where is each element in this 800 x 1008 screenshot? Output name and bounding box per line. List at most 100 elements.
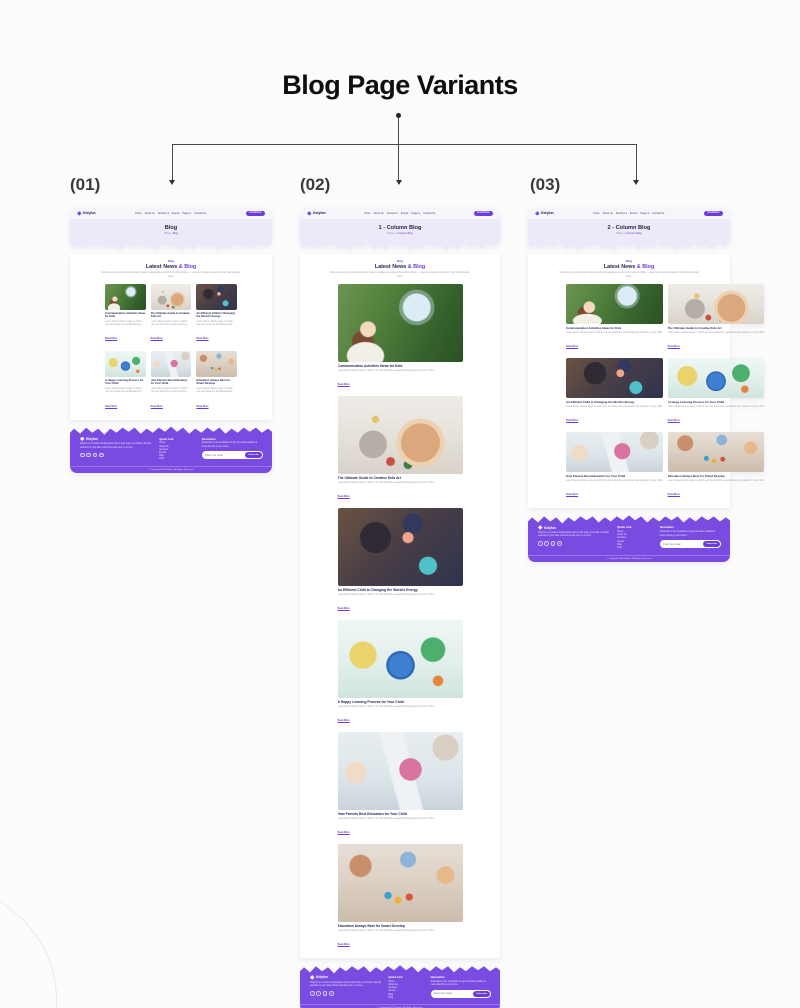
footer-quick-link[interactable]: About Us — [617, 534, 627, 537]
footer-quick-link[interactable]: Services — [617, 537, 626, 540]
footer-quick-link[interactable]: Home — [159, 442, 166, 445]
social-icon[interactable]: ◌ — [92, 452, 98, 458]
nav-item[interactable]: Pages ▾ — [640, 211, 650, 215]
post-title[interactable]: An Efficient Child Is Changing the World… — [337, 587, 418, 592]
breadcrumb-home[interactable]: Home — [164, 231, 171, 235]
subscribe-button[interactable]: Subscribe — [245, 452, 262, 459]
post-title[interactable]: A Happy Learning Process for Your Child — [337, 699, 404, 704]
post-photo[interactable] — [337, 284, 463, 363]
read-more-link[interactable]: Read More — [566, 419, 579, 423]
nav-item[interactable]: About Us — [144, 211, 155, 215]
footer-quick-link[interactable]: Blog — [388, 993, 393, 996]
enroll-button[interactable]: Enroll Now — [473, 211, 493, 216]
read-more-link[interactable]: Read More — [337, 607, 350, 611]
read-more-link[interactable]: Read More — [337, 719, 350, 723]
footer-logo[interactable]: Kidyfun — [310, 975, 382, 980]
read-more-link[interactable]: Read More — [337, 943, 350, 947]
post-photo[interactable] — [150, 351, 192, 378]
footer-quick-link[interactable]: Events — [617, 540, 625, 543]
footer-quick-link[interactable]: Blog — [159, 455, 164, 458]
read-more-link[interactable]: Read More — [150, 337, 163, 341]
site-logo[interactable]: Kidyfun — [307, 211, 326, 216]
nav-item[interactable]: Services ▾ — [386, 211, 398, 215]
post-title[interactable]: How Parents Best Education for Your Chil… — [566, 473, 626, 478]
read-more-link[interactable]: Read More — [667, 419, 680, 423]
post-title[interactable]: Communication Activities Ideas for Kids — [337, 364, 403, 368]
email-input[interactable] — [431, 992, 474, 996]
nav-item[interactable]: Events — [401, 211, 409, 215]
nav-item[interactable]: Services ▾ — [157, 211, 169, 215]
post-photo[interactable] — [566, 284, 663, 325]
nav-item[interactable]: Contact Us — [652, 211, 665, 215]
nav-item[interactable]: Home — [364, 211, 371, 215]
footer-quick-link[interactable]: Events — [388, 990, 396, 993]
post-photo[interactable] — [337, 844, 463, 923]
post-photo[interactable] — [150, 284, 192, 311]
nav-item[interactable]: Contact Us — [423, 211, 436, 215]
post-title[interactable]: The Ultimate Guide to Creative Kids Art — [150, 312, 190, 319]
footer-logo[interactable]: Kidyfun — [538, 525, 611, 530]
social-icon[interactable]: t — [544, 541, 549, 547]
post-photo[interactable] — [667, 358, 765, 399]
nav-item[interactable]: Pages ▾ — [411, 211, 421, 215]
subscribe-button[interactable]: Subscribe — [473, 990, 490, 997]
site-logo[interactable]: Kidyfun — [77, 211, 96, 216]
post-title[interactable]: An Efficient Child Is Changing the World… — [566, 399, 635, 404]
post-photo[interactable] — [667, 284, 765, 325]
post-photo[interactable] — [337, 620, 463, 699]
post-photo[interactable] — [667, 432, 765, 473]
read-more-link[interactable]: Read More — [150, 404, 163, 408]
post-title[interactable]: How Parents Best Education for Your Chil… — [337, 811, 407, 816]
read-more-link[interactable]: Read More — [337, 495, 350, 499]
post-title[interactable]: Education Always Best for Smart Develop — [196, 379, 231, 386]
nav-item[interactable]: Home — [135, 211, 142, 215]
post-photo[interactable] — [196, 284, 237, 311]
breadcrumb-home[interactable]: Home — [616, 231, 623, 235]
footer-quick-link[interactable]: FAQ — [388, 996, 393, 999]
post-title[interactable]: Communication Activities Ideas for Kids — [105, 312, 146, 319]
nav-item[interactable]: About Us — [373, 211, 384, 215]
enroll-button[interactable]: Enroll Now — [703, 211, 723, 216]
nav-item[interactable]: About Us — [602, 211, 613, 215]
footer-quick-link[interactable]: About Us — [388, 984, 398, 987]
email-input[interactable] — [202, 453, 246, 457]
footer-quick-link[interactable]: Services — [388, 987, 398, 990]
footer-quick-link[interactable]: Home — [388, 980, 395, 983]
post-title[interactable]: A Happy Learning Process for Your Child — [105, 379, 144, 386]
post-photo[interactable] — [566, 358, 663, 399]
footer-logo[interactable]: Kidyfun — [80, 436, 153, 442]
read-more-link[interactable]: Read More — [667, 493, 680, 497]
enroll-button[interactable]: Enroll Now — [245, 211, 265, 216]
footer-quick-link[interactable]: Services — [159, 448, 168, 451]
post-title[interactable]: Education Always Best for Smart Develop — [667, 473, 726, 478]
social-icon[interactable]: f — [310, 991, 315, 996]
footer-quick-link[interactable]: About Us — [159, 445, 169, 448]
read-more-link[interactable]: Read More — [337, 383, 350, 387]
nav-item[interactable]: Contact Us — [194, 211, 207, 215]
nav-item[interactable]: Home — [593, 211, 600, 215]
nav-item[interactable]: Pages ▾ — [182, 211, 192, 215]
social-icon[interactable]: in — [329, 991, 334, 996]
social-icon[interactable]: ◌ — [322, 991, 328, 996]
post-photo[interactable] — [337, 732, 463, 811]
social-icon[interactable]: t — [316, 991, 321, 996]
read-more-link[interactable]: Read More — [667, 345, 680, 349]
post-title[interactable]: How Parents Best Education for Your Chil… — [150, 379, 188, 386]
footer-quick-link[interactable]: FAQ — [617, 547, 622, 549]
post-photo[interactable] — [337, 508, 463, 587]
site-logo[interactable]: Kidyfun — [535, 211, 554, 216]
social-icon[interactable]: in — [99, 452, 104, 458]
post-photo[interactable] — [105, 351, 146, 378]
post-title[interactable]: The Ultimate Guide to Creative Kids Art — [667, 326, 722, 330]
post-title[interactable]: Education Always Best for Smart Develop — [337, 923, 405, 928]
read-more-link[interactable]: Read More — [196, 337, 209, 341]
subscribe-button[interactable]: Subscribe — [703, 541, 720, 548]
social-icon[interactable]: f — [80, 452, 85, 458]
footer-quick-link[interactable]: Blog — [617, 543, 622, 546]
post-photo[interactable] — [566, 432, 663, 473]
post-photo[interactable] — [196, 351, 237, 378]
post-title[interactable]: Communication Activities Ideas for Kids — [566, 326, 622, 330]
post-title[interactable]: The Ultimate Guide to Creative Kids Art — [337, 475, 401, 480]
post-title[interactable]: A Happy Learning Process for Your Child — [667, 399, 725, 404]
read-more-link[interactable]: Read More — [566, 493, 579, 497]
